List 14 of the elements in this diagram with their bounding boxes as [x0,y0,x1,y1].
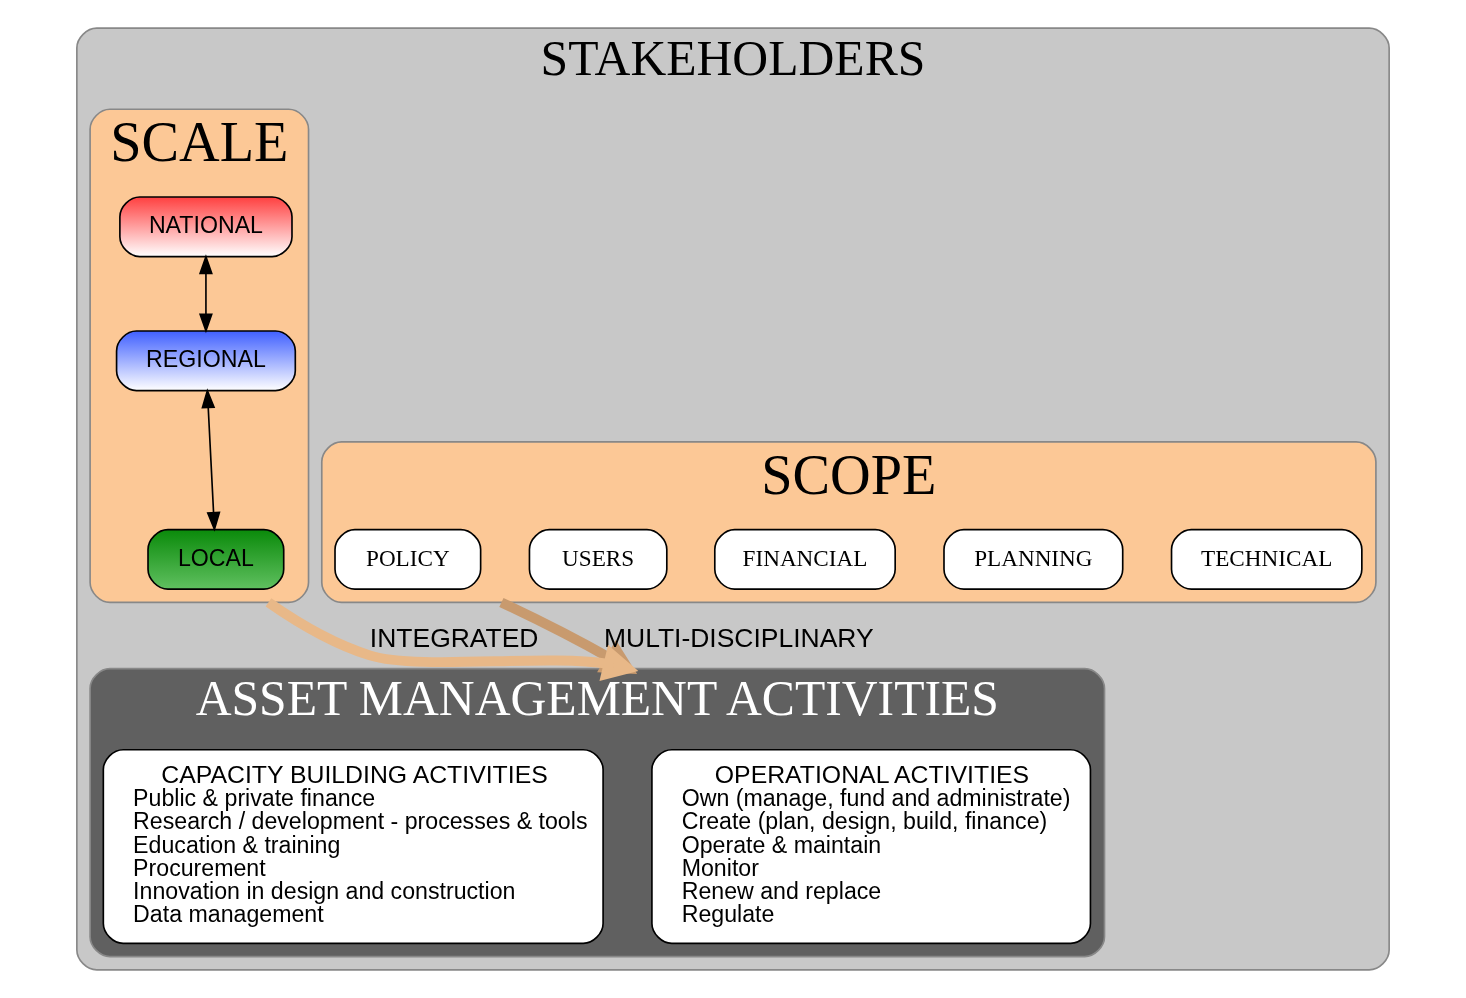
node-box: TECHNICAL [1170,528,1363,590]
node-box: CAPACITY BUILDING ACTIVITIES Public & private finance Research / development - processes & tools Education & training Procurement Innovation in design and construction Data management [102,748,604,945]
arrow [201,388,221,532]
node-box: REGIONAL [115,330,297,392]
node-box: USERS [528,528,668,590]
arrow [198,254,213,334]
node-box: PLANNING [943,528,1124,590]
node-box: LOCAL [147,528,285,590]
node-box: NATIONAL [119,196,293,258]
edge-label: MULTI-DISCIPLINARY [603,622,874,653]
node-box: POLICY [334,528,482,590]
edge-label: INTEGRATED [369,622,539,653]
node-box: FINANCIAL [713,528,896,590]
node-box: OPERATIONAL ACTIVITIES Own (manage, fund and administrate) Create (plan, design, build, finance) Operate & maintain Monitor Renew and replace Regulate [651,748,1092,945]
